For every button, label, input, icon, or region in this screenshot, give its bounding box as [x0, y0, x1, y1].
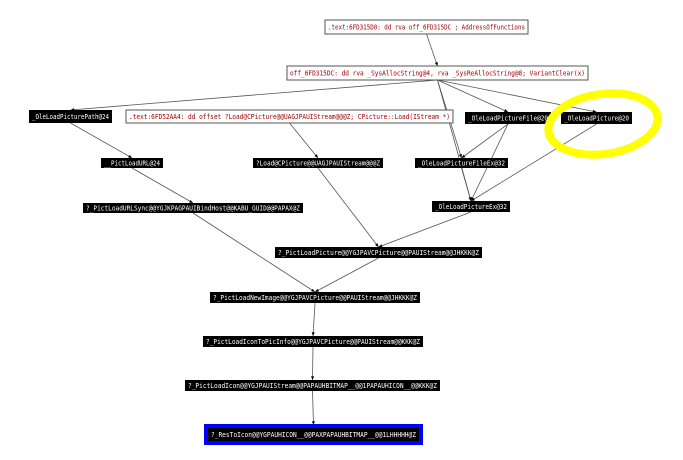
yellow-highlight-circle: [544, 89, 662, 159]
graph-node-n14[interactable]: ?_PictLoadIcon@@YGJPAUIStream@@PAPAUHBIT…: [185, 380, 440, 391]
edge-arrowhead: [434, 62, 438, 66]
node-box: [253, 158, 383, 168]
edge-arrowhead: [378, 244, 383, 248]
graph-edge: [312, 302, 316, 337]
graph-edges: [70, 33, 597, 426]
node-label: .text:6FD52AA4: dd offset ?Load@CPicture…: [129, 113, 450, 121]
graph-edge: [312, 390, 314, 426]
graph-edge: [317, 167, 379, 248]
graph-edge: [192, 212, 316, 293]
node-label: off_6FD315DC: dd rva _SysAllocString@4, …: [290, 70, 585, 78]
graph-edge: [470, 123, 597, 202]
node-box: [185, 380, 440, 391]
edge-arrowhead: [128, 154, 132, 158]
node-box: [561, 112, 632, 124]
edge-arrowhead: [504, 109, 508, 112]
graph-node-n12[interactable]: ?_PictLoadNewImage@@YGJPAVCPicture@@PAUI…: [210, 292, 420, 303]
graph-node-n9[interactable]: ?_PictLoadURLSync@@YGJKPAGPAUIBindHost@@…: [83, 203, 303, 213]
node-box: [286, 65, 589, 81]
node-label: .text:6FD315D0: dd rva off_6FD315DC ; Ad…: [328, 24, 525, 32]
node-box: [415, 158, 508, 168]
graph-node-n0[interactable]: .text:6FD315D0: dd rva off_6FD315DC ; Ad…: [324, 19, 529, 35]
graph-edge: [289, 122, 319, 159]
node-label: _OleLoadPictureFile@20: [468, 115, 548, 123]
graph-edge: [437, 79, 509, 113]
edge-arrowhead: [458, 154, 462, 158]
graph-node-n10[interactable]: _OleLoadPictureEx@32: [432, 201, 510, 212]
node-label: ?_ResToIcon@@YGPAUHICON__@@PAXPAPAUHBITM…: [211, 431, 416, 439]
edge-arrowhead: [375, 243, 379, 247]
graph-edge: [312, 346, 314, 381]
node-label: ?_PictLoadURLSync@@YGJKPAGPAUIBindHost@@…: [86, 205, 300, 213]
graph-node-n13[interactable]: ?_PictLoadIconToPicInfo@@YGJPAVCPicture@…: [203, 336, 423, 347]
node-box: [275, 247, 482, 258]
graph-node-n6[interactable]: __PictLoadURL@24: [101, 158, 163, 168]
node-box: [29, 110, 112, 123]
graph-node-n3[interactable]: .text:6FD52AA4: dd offset ?Load@CPicture…: [125, 109, 454, 124]
node-label: ?_PictLoadIconToPicInfo@@YGJPAVCPicture@…: [206, 338, 420, 346]
edge-arrowhead: [310, 376, 315, 380]
node-label: ?_PictLoadPicture@@YGJPAVCPicture@@PAUIS…: [278, 249, 479, 257]
edge-arrowhead: [468, 197, 472, 201]
node-box: [432, 201, 510, 212]
graph-edge: [426, 33, 438, 67]
edge-arrowhead: [461, 154, 466, 158]
graph-edge: [131, 167, 194, 204]
graph-edge: [461, 123, 509, 159]
graph-node-n8[interactable]: _OleLoadPictureFileEx@32: [415, 158, 508, 168]
graph-node-n4[interactable]: _OleLoadPictureFile@20: [465, 112, 551, 124]
node-box: [101, 158, 163, 168]
node-label: __PictLoadURL@24: [104, 160, 160, 168]
graph-node-n2[interactable]: _OleLoadPicturePath@24: [29, 110, 112, 123]
node-label: ?_PictLoadIcon@@YGJPAUIStream@@PAPAUHBIT…: [188, 382, 437, 390]
node-box: [324, 19, 529, 35]
graph-edge: [70, 122, 133, 159]
node-box: [210, 292, 420, 303]
graph-edge: [437, 79, 597, 113]
edge-arrowhead: [189, 199, 193, 203]
node-box: [83, 203, 303, 213]
graph-edge: [461, 167, 472, 202]
graph-node-n15[interactable]: ?_ResToIcon@@YGPAUHICON__@@PAXPAPAUHBITM…: [204, 424, 423, 445]
graph-nodes: .text:6FD315D0: dd rva off_6FD315DC ; Ad…: [29, 19, 632, 445]
graph-node-n1[interactable]: off_6FD315DC: dd rva _SysAllocString@4, …: [286, 65, 589, 81]
graph-node-n5[interactable]: _OleLoadPicture@20: [561, 112, 632, 124]
graph-edge: [314, 257, 379, 293]
node-box: [125, 109, 454, 124]
edge-arrowhead: [311, 288, 315, 292]
node-box: [203, 336, 423, 347]
node-label: ?_PictLoadNewImage@@YGJPAVCPicture@@PAUI…: [213, 294, 417, 302]
node-label: _OleLoadPictureFileEx@32: [418, 160, 505, 168]
edge-arrowhead: [315, 288, 319, 292]
node-box: [208, 428, 419, 441]
graph-node-n7[interactable]: ?Load@CPicture@@UAGJPAUIStream@@@Z: [253, 158, 383, 168]
graph-edge: [378, 211, 472, 248]
edge-arrowhead: [314, 154, 318, 158]
node-label: _OleLoadPicture@20: [564, 115, 629, 123]
graph-node-n11[interactable]: ?_PictLoadPicture@@YGJPAVCPicture@@PAUIS…: [275, 247, 482, 258]
node-label: _OleLoadPictureEx@32: [435, 203, 507, 211]
node-box: [465, 112, 551, 124]
edge-arrowhead: [311, 421, 315, 425]
graph-edge: [70, 79, 438, 111]
node-label: _OleLoadPicturePath@24: [32, 113, 109, 121]
edge-arrowhead: [471, 197, 475, 201]
node-label: ?Load@CPicture@@UAGJPAUIStream@@@Z: [256, 160, 380, 168]
edge-arrowhead: [311, 332, 315, 336]
